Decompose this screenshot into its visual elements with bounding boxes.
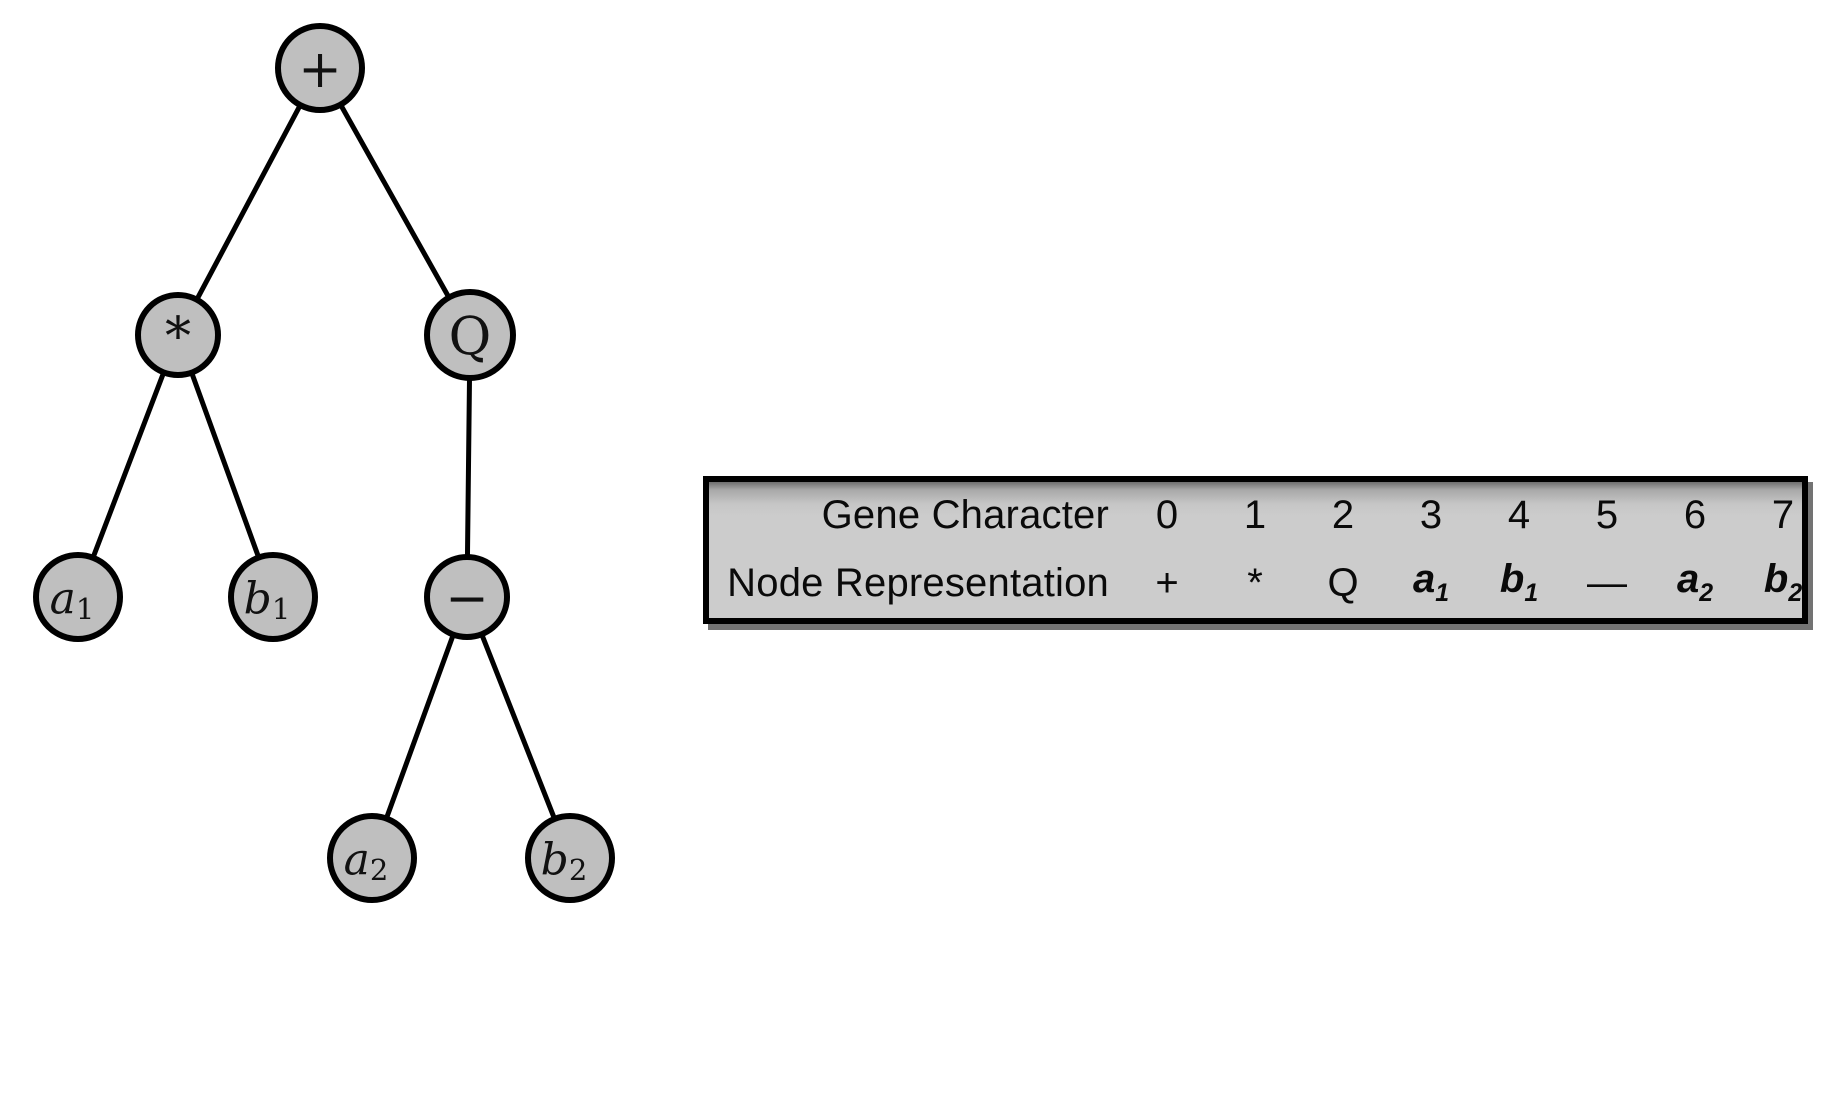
- tree-node-group: + * Qa1 b1 − a2 b2: [33, 23, 615, 903]
- gene-character-cell-1: 1: [1243, 492, 1267, 537]
- tree-edge-mul-a1: [89, 368, 167, 563]
- tree-node-a1[interactable]: a1: [33, 552, 123, 642]
- node-label-minus: −: [445, 569, 489, 629]
- node-label-subscript-b2: 2: [569, 853, 587, 887]
- tree-edge-minus-b2: [478, 629, 558, 824]
- node-circle-a1: [33, 552, 123, 642]
- tree-node-b1[interactable]: b1: [228, 552, 318, 642]
- tree-node-b2[interactable]: b2: [525, 813, 615, 903]
- node-representation-cell-7: b2: [1763, 556, 1803, 607]
- gene-table-panel: Gene Character 0 1 2 3 4 5 6 7 Node Representat…: [703, 476, 1808, 624]
- tree-node-mul[interactable]: *: [135, 292, 221, 378]
- node-representation-subscript-4: 1: [1524, 579, 1539, 607]
- tree-edge-mul-b1: [188, 368, 262, 562]
- tree-edge-minus-a2: [383, 630, 457, 823]
- row-label-node-representation: Node Representation: [727, 560, 1109, 605]
- gene-character-cell-4: 4: [1507, 492, 1531, 537]
- node-representation-cell-3: a1: [1412, 556, 1450, 607]
- node-circle-root: [275, 23, 365, 113]
- expression-tree: + * Qa1 b1 − a2 b2: [33, 23, 615, 903]
- node-label-mul: *: [165, 307, 191, 367]
- node-representation-subscript-7: 2: [1788, 579, 1803, 607]
- gene-character-cell-6: 6: [1683, 492, 1707, 537]
- node-circle-minus: [424, 554, 510, 640]
- node-circle-a2: [327, 813, 417, 903]
- tree-edge-q-minus: [464, 373, 473, 562]
- row-label-gene-character: Gene Character: [821, 492, 1109, 537]
- table-row-gene-character: Gene Character 0 1 2 3 4 5 6 7: [709, 482, 1827, 548]
- gene-character-cell-0: 0: [1155, 492, 1179, 537]
- node-label-a1: a1: [50, 574, 95, 627]
- node-representation-subscript-6: 2: [1699, 579, 1714, 607]
- node-circle-mul: [135, 292, 221, 378]
- node-representation-cell-5: —: [1587, 560, 1627, 605]
- node-label-root: +: [298, 40, 342, 100]
- node-label-subscript-a1: 1: [76, 592, 94, 626]
- tree-node-root[interactable]: +: [275, 23, 365, 113]
- node-label-subscript-a2: 2: [370, 853, 388, 887]
- node-label-subscript-b1: 1: [272, 592, 290, 626]
- gene-character-cell-5: 5: [1595, 492, 1619, 537]
- node-circle-b1: [228, 552, 318, 642]
- node-representation-cell-0: +: [1155, 560, 1179, 605]
- gene-character-cell-3: 3: [1419, 492, 1443, 537]
- tree-edge-group: [89, 100, 558, 824]
- node-circle-q: [424, 289, 516, 381]
- tree-edge-root-mul: [193, 100, 304, 304]
- node-representation-cell-6: a2: [1676, 556, 1714, 607]
- tree-node-a2[interactable]: a2: [327, 813, 417, 903]
- node-representation-cell-4: b1: [1499, 556, 1539, 607]
- gene-character-cell-2: 2: [1331, 492, 1355, 537]
- node-representation-cell-1: *: [1247, 560, 1263, 605]
- gene-character-cell-7: 7: [1771, 492, 1795, 537]
- node-circle-b2: [525, 813, 615, 903]
- tree-edge-root-q: [337, 100, 453, 302]
- node-representation-cell-2: Q: [1327, 560, 1359, 605]
- node-label-q: Q: [449, 307, 492, 367]
- node-representation-subscript-3: 1: [1435, 579, 1450, 607]
- tree-node-q[interactable]: Q: [424, 289, 516, 381]
- gene-mapping-table: Gene Character 0 1 2 3 4 5 6 7 Node Representat…: [709, 482, 1827, 618]
- tree-node-minus[interactable]: −: [424, 554, 510, 640]
